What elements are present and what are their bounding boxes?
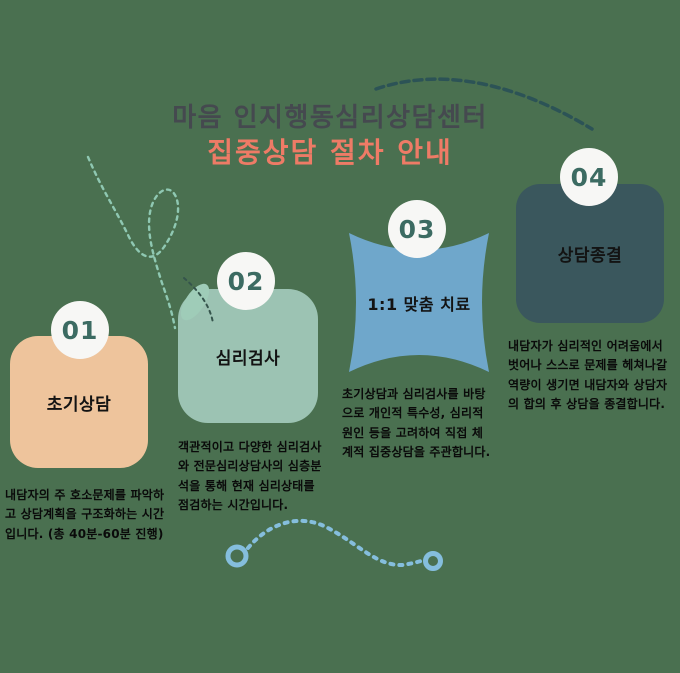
step-1-number: 01 xyxy=(61,315,99,345)
step-3-number-badge: 03 xyxy=(388,200,446,258)
step-2-number: 02 xyxy=(227,266,265,296)
step-1-description: 내담자의 주 호소문제를 파악하고 상담계획을 구조화하는 시간입니다. (총 … xyxy=(5,488,165,541)
step-3-title: 1:1 맞춤 치료 xyxy=(367,294,471,314)
page-title: 마음 인지행동심리상담센터 xyxy=(172,103,488,133)
pillow-shape-icon xyxy=(349,233,489,372)
step-4-title: 상담종결 xyxy=(557,246,623,266)
step-1-number-badge: 01 xyxy=(51,301,109,359)
wave-ring-left-icon xyxy=(225,544,249,568)
dotted-squiggle-icon xyxy=(86,155,180,330)
page-subtitle: 집중상담 절차 안내 xyxy=(207,136,453,169)
pillow-shape-path xyxy=(349,233,489,372)
step-2-title: 심리검사 xyxy=(215,348,281,369)
wave-ring-right-icon xyxy=(423,551,443,571)
step-4-card: 상담종결 xyxy=(516,184,664,323)
step-3-description: 초기상담과 심리검사를 바탕으로 개인적 특수성, 심리적 원인 등을 고려하여… xyxy=(342,387,491,460)
step-3-number: 03 xyxy=(398,214,436,244)
step-2-description: 객관적이고 다양한 심리검사와 전문심리상담사의 심층분석을 통해 현재 심리상… xyxy=(178,440,322,513)
step-1-title: 초기상담 xyxy=(46,394,112,415)
dotted-wave-icon xyxy=(246,518,426,568)
step-3-card: 1:1 맞춤 치료 xyxy=(344,229,494,376)
step-2-number-badge: 02 xyxy=(217,252,275,310)
step-4-description: 내담자가 심리적인 어려움에서 벗어나 스스로 문제를 헤쳐나갈 역량이 생기면… xyxy=(508,339,668,412)
step-4-number: 04 xyxy=(570,162,608,192)
step-4-number-badge: 04 xyxy=(560,148,618,206)
